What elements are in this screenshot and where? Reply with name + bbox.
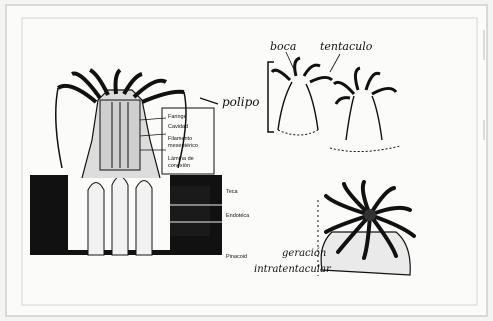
label-polipo: polipo [222, 95, 260, 109]
small-label-6: conexión [168, 163, 190, 169]
small-label-3: Filamento [168, 136, 192, 142]
label-tentaculo: tentaculo [320, 40, 373, 53]
small-label-7: Teca [226, 189, 239, 195]
small-label-9: Pinacoid [226, 254, 247, 260]
label-intratentacular: intratentacular [254, 264, 332, 275]
small-label-1: Faringe [168, 114, 187, 120]
page-frame [6, 5, 487, 316]
label-gemacion: geración [282, 248, 326, 259]
small-label-4: mesentérico [168, 143, 198, 149]
small-label-5: Lámina de [168, 156, 194, 162]
label-boca: boca [270, 40, 296, 53]
small-label-2: Cavidad [168, 124, 188, 130]
small-label-8: Endotéca [226, 213, 250, 219]
